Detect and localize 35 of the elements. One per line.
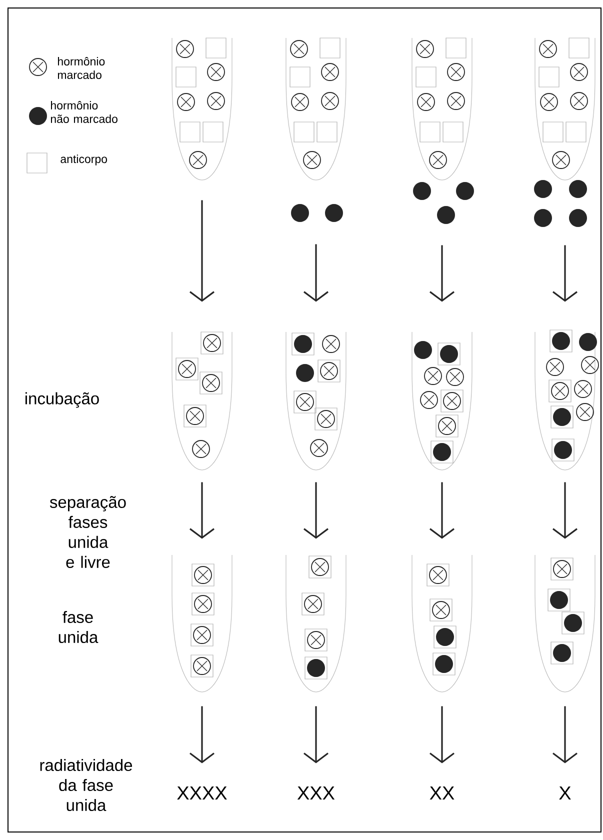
arrow bbox=[190, 200, 214, 302]
test-tube-drawing bbox=[172, 38, 232, 180]
result-text: XXX bbox=[297, 786, 335, 800]
arrow bbox=[552, 706, 578, 764]
test-tube-drawing bbox=[412, 554, 472, 692]
legend-text: hormônio marcado bbox=[58, 57, 105, 79]
test-tube-drawing bbox=[412, 332, 472, 470]
arrow bbox=[304, 706, 328, 764]
test-tube-drawing bbox=[534, 554, 596, 692]
legend-text: anticorpo bbox=[60, 154, 108, 166]
arrow bbox=[304, 244, 328, 302]
result-text: XX bbox=[430, 786, 454, 800]
arrow bbox=[190, 482, 214, 539]
test-tube-drawing bbox=[534, 330, 599, 470]
result-text: XXXX bbox=[177, 786, 227, 800]
test-tube-drawing bbox=[534, 38, 596, 227]
arrow bbox=[552, 482, 578, 539]
step-label: incubação bbox=[25, 392, 99, 408]
arrow bbox=[430, 482, 454, 539]
step-label: fase unida bbox=[58, 610, 98, 644]
result-text: X bbox=[559, 786, 571, 800]
arrow bbox=[430, 245, 454, 302]
arrow bbox=[190, 706, 214, 764]
arrow bbox=[430, 706, 454, 764]
arrow bbox=[304, 482, 328, 539]
test-tube-drawing bbox=[412, 38, 474, 224]
test-tube-drawing bbox=[172, 332, 232, 470]
test-tube-drawing bbox=[286, 554, 346, 692]
step-label: separação fases unida e livre bbox=[50, 496, 126, 568]
arrow bbox=[552, 245, 578, 302]
test-tube-drawing bbox=[286, 332, 346, 470]
test-tube-drawing bbox=[172, 554, 232, 692]
legend-text: hormônio não marcado bbox=[50, 101, 118, 123]
test-tube-drawing bbox=[286, 38, 346, 222]
step-label: radiatividade da fase unida bbox=[40, 758, 132, 812]
